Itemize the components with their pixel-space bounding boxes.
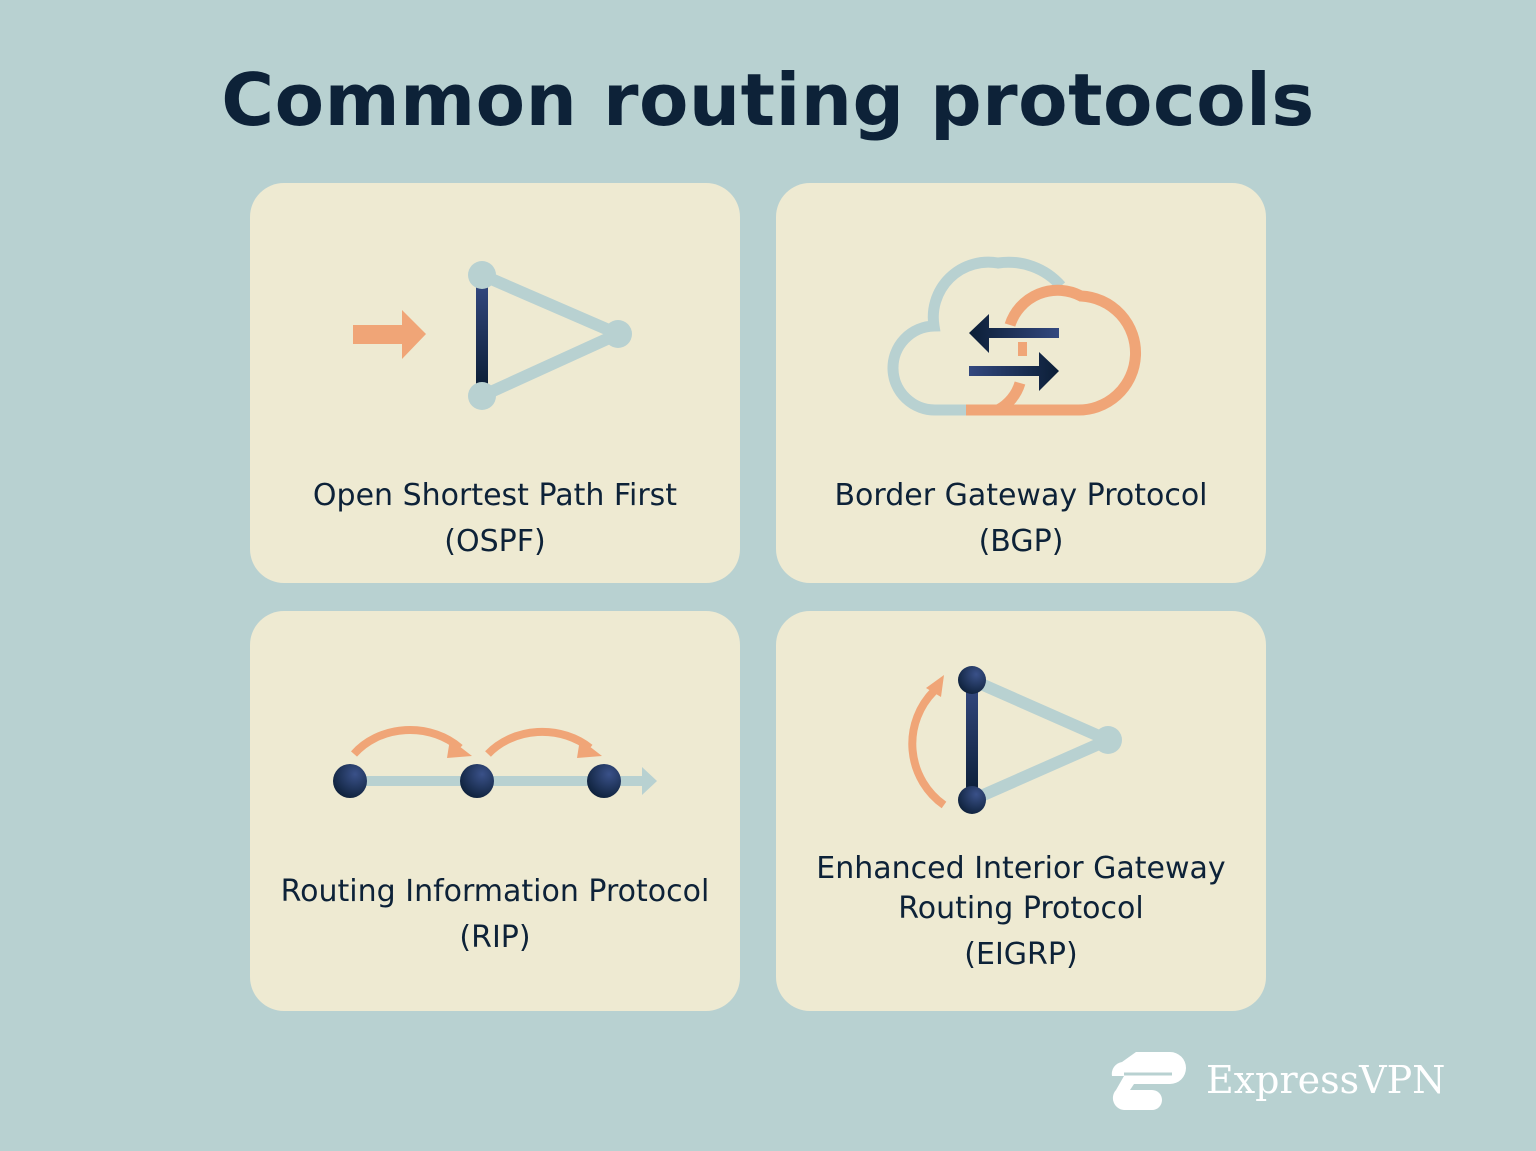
card-title: Open Shortest Path First [312, 478, 678, 513]
card-eigrp: Enhanced Interior Gateway Routing Protoc… [776, 611, 1266, 1011]
card-abbr: (OSPF) [444, 524, 546, 559]
card-bgp: Border Gateway Protocol (BGP) [776, 183, 1266, 583]
card-title-line1: Enhanced Interior Gateway [816, 851, 1226, 886]
card-ospf: Open Shortest Path First (OSPF) [250, 183, 740, 583]
card-title: Routing Information Protocol [280, 874, 710, 909]
eigrp-triangle-icon [908, 666, 1122, 814]
card-title-line2: Routing Protocol [898, 891, 1144, 926]
bgp-cloud-exchange-icon [887, 256, 1142, 416]
page-title: Common routing protocols [221, 58, 1315, 142]
card-abbr: (BGP) [978, 524, 1064, 559]
card-abbr: (EIGRP) [964, 937, 1078, 972]
brand-name: ExpressVPN [1206, 1058, 1446, 1102]
ospf-triangle-icon [353, 261, 632, 410]
card-title: Border Gateway Protocol [834, 478, 1208, 513]
rip-hop-chain-icon [333, 726, 657, 798]
card-abbr: (RIP) [459, 920, 531, 955]
card-rip: Routing Information Protocol (RIP) [250, 611, 740, 1011]
expressvpn-logo-icon [1111, 1052, 1186, 1110]
